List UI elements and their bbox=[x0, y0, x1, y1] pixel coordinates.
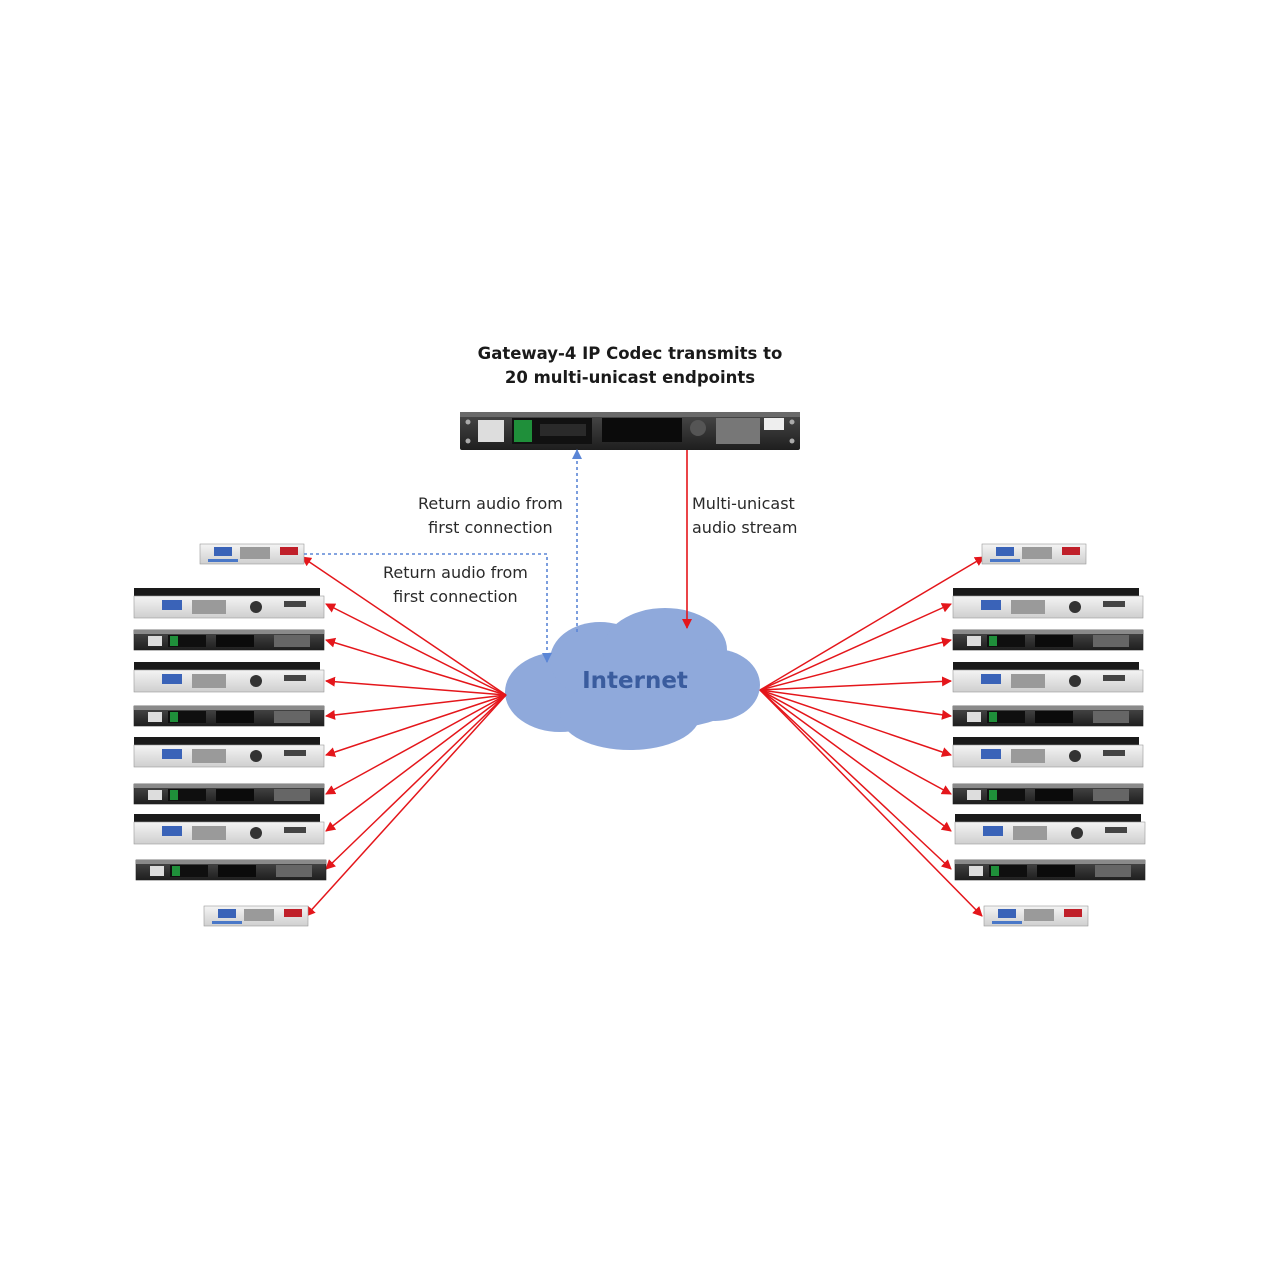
return-left-line-1: Return audio from bbox=[383, 563, 528, 582]
left-endpoint-10 bbox=[203, 905, 309, 927]
multicast-line-2: audio stream bbox=[692, 518, 798, 537]
left-endpoint-1 bbox=[199, 543, 305, 565]
right-endpoint-8 bbox=[954, 814, 1146, 845]
left-endpoint-5 bbox=[133, 705, 325, 727]
left-endpoint-2 bbox=[133, 588, 325, 619]
right-endpoint-3 bbox=[952, 629, 1144, 651]
return-audio-label-top: Return audio from first connection bbox=[418, 492, 563, 540]
right-endpoint-10 bbox=[983, 905, 1089, 927]
right-stream-arrow-8 bbox=[759, 689, 952, 832]
right-stream-arrow-1 bbox=[759, 556, 985, 691]
title-line-2: 20 multi-unicast endpoints bbox=[504, 368, 756, 387]
right-stream-arrow-7 bbox=[759, 689, 952, 795]
right-stream-arrow-10 bbox=[759, 689, 983, 917]
right-stream-arrow-2 bbox=[759, 603, 952, 691]
left-endpoints bbox=[133, 543, 327, 927]
left-stream-arrow-4 bbox=[325, 676, 507, 696]
left-stream-arrow-8 bbox=[325, 694, 507, 832]
left-stream-arrow-1 bbox=[301, 556, 507, 696]
right-endpoint-7 bbox=[952, 783, 1144, 805]
multicast-line-1: Multi-unicast bbox=[692, 494, 795, 513]
left-stream-arrow-5 bbox=[325, 694, 507, 720]
right-endpoint-2 bbox=[952, 588, 1144, 619]
left-stream-arrow-6 bbox=[325, 694, 507, 757]
return-top-line-2: first connection bbox=[428, 518, 553, 537]
left-endpoint-4 bbox=[133, 662, 325, 693]
left-endpoint-8 bbox=[133, 814, 325, 845]
internet-label: Internet bbox=[582, 668, 688, 694]
right-stream-arrow-3 bbox=[759, 637, 952, 691]
title-line-1: Gateway-4 IP Codec transmits to bbox=[477, 344, 783, 363]
left-endpoint-9 bbox=[135, 859, 327, 881]
left-stream-arrow-7 bbox=[325, 694, 507, 795]
right-endpoint-6 bbox=[952, 737, 1144, 768]
multicast-label: Multi-unicast audio stream bbox=[692, 492, 798, 540]
left-stream-arrow-3 bbox=[325, 637, 507, 696]
right-endpoint-9 bbox=[954, 859, 1146, 881]
left-endpoint-3 bbox=[133, 629, 325, 651]
left-stream-arrow-10 bbox=[305, 694, 507, 917]
right-stream-arrow-9 bbox=[759, 689, 952, 870]
right-endpoint-1 bbox=[981, 543, 1087, 565]
return-arrow-left bbox=[304, 553, 552, 663]
left-endpoint-6 bbox=[133, 737, 325, 768]
diagram-title: Gateway-4 IP Codec transmits to 20 multi… bbox=[430, 342, 830, 390]
return-audio-label-left: Return audio from first connection bbox=[383, 561, 528, 609]
right-endpoints bbox=[952, 543, 1146, 927]
right-stream-arrow-5 bbox=[759, 689, 952, 720]
right-stream-arrow-4 bbox=[759, 676, 952, 691]
right-stream-arrow-6 bbox=[759, 689, 952, 757]
return-left-line-2: first connection bbox=[393, 587, 518, 606]
gateway-4-codec-device bbox=[460, 412, 800, 450]
left-endpoint-7 bbox=[133, 783, 325, 805]
return-top-line-1: Return audio from bbox=[418, 494, 563, 513]
right-endpoint-5 bbox=[952, 705, 1144, 727]
left-stream-arrow-9 bbox=[325, 694, 507, 870]
right-endpoint-4 bbox=[952, 662, 1144, 693]
internet-cloud bbox=[505, 608, 760, 750]
stream-arrows bbox=[301, 556, 985, 917]
left-stream-arrow-2 bbox=[325, 603, 507, 696]
